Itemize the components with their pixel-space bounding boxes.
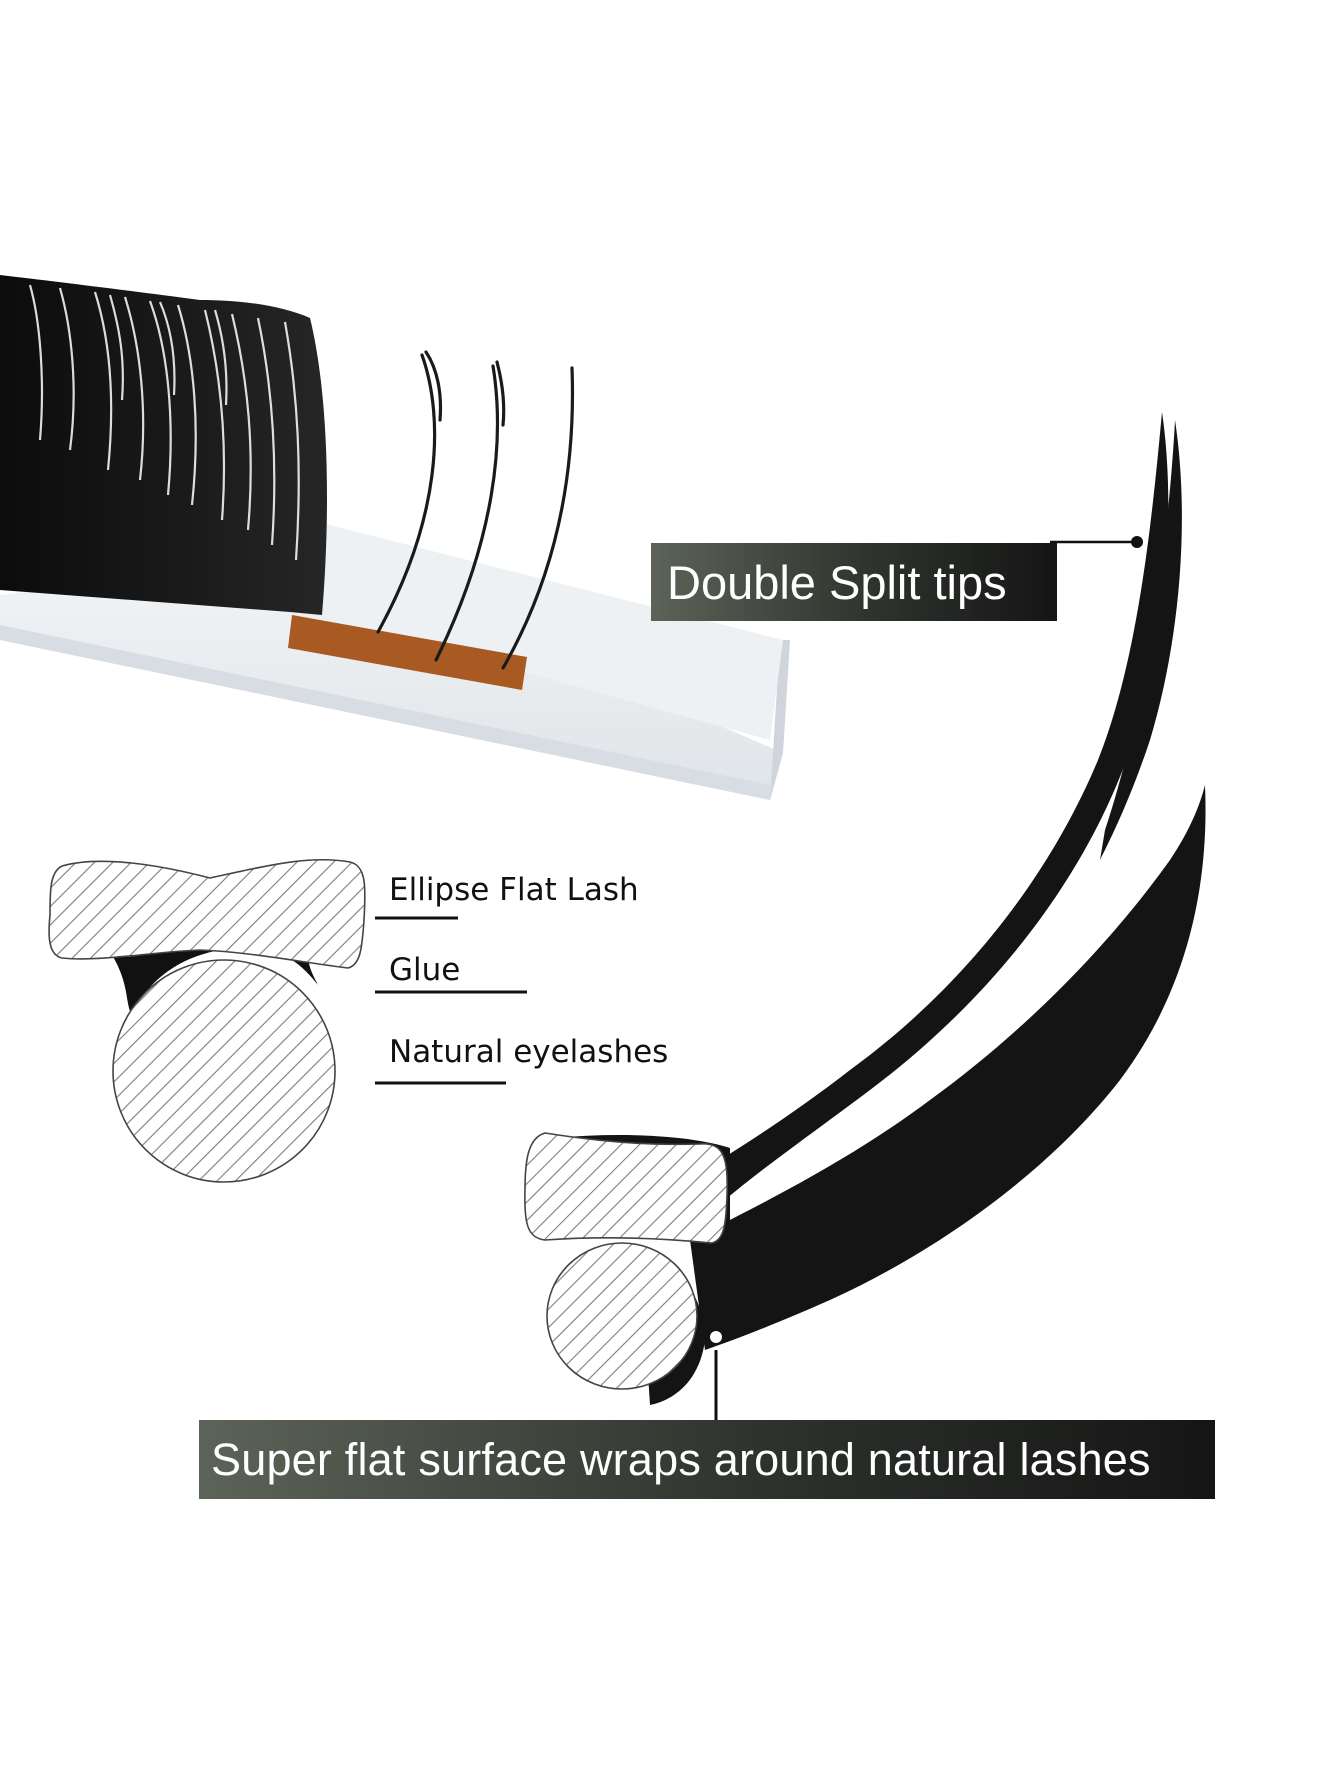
upper-lash-strand <box>720 412 1169 1200</box>
super-flat-surface-caption: Super flat surface wraps around natural … <box>199 1420 1215 1499</box>
surface-pointer-dot <box>710 1331 722 1343</box>
glue-tape <box>288 615 527 690</box>
lash-strip-product <box>0 275 790 800</box>
ellipse-flat-lash-label: Ellipse Flat Lash <box>389 872 639 908</box>
super-flat-surface-text: Super flat surface wraps around natural … <box>211 1433 1151 1485</box>
lash-cluster <box>0 275 327 615</box>
glue-shape <box>112 934 325 1015</box>
cross-section-diagram <box>48 858 527 1183</box>
natural-eyelashes-label: Natural eyelashes <box>389 1034 669 1070</box>
lower-lash-strand <box>690 785 1206 1350</box>
ellipse-flat-lash-shape <box>48 858 366 969</box>
natural-lash-circle <box>112 959 336 1183</box>
split-lash-illustration <box>524 412 1206 1420</box>
flat-lash-cross-section <box>524 1132 728 1244</box>
double-split-tips-text: Double Split tips <box>667 555 1007 609</box>
double-split-tips-caption: Double Split tips <box>651 543 1057 621</box>
natural-lash-cross-section <box>546 1242 698 1390</box>
glue-label: Glue <box>389 952 461 988</box>
